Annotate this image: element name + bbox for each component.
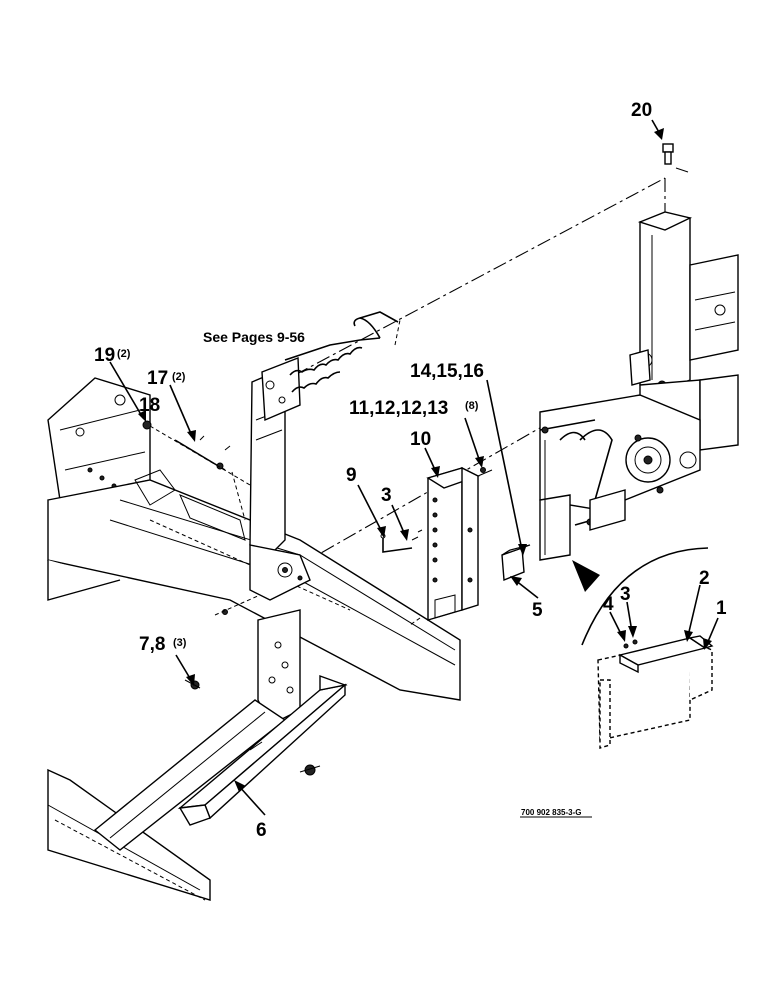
leader-lines <box>109 119 719 816</box>
callout-14-15-16: 14,15,16 <box>410 361 484 382</box>
lift-spring <box>284 311 399 393</box>
callout-4-inset: 4 <box>603 594 614 615</box>
see-pages-note: See Pages 9-56 <box>203 329 305 345</box>
pin-part-9 <box>380 529 423 553</box>
callout-17: 17 <box>147 368 168 389</box>
callout-7-8: 7,8 <box>139 634 165 655</box>
callout-17-qty: (2) <box>172 371 186 383</box>
callout-6: 6 <box>256 820 267 841</box>
callout-3: 3 <box>381 485 392 506</box>
callout-5: 5 <box>532 600 543 621</box>
callout-1-inset: 1 <box>716 598 727 619</box>
callout-11-12-12-13: 11,12,12,13 <box>349 398 448 419</box>
rod-assembly <box>142 420 251 521</box>
hitch-pin-part-20 <box>662 143 689 173</box>
callout-19-qty: (2) <box>117 348 131 360</box>
lift-post <box>249 311 399 561</box>
callout-11-12-12-13-qty: (8) <box>465 400 479 412</box>
plate-holes <box>432 497 473 583</box>
callout-7-8-qty: (3) <box>173 637 187 649</box>
callout-10: 10 <box>410 429 431 450</box>
callout-3-inset: 3 <box>620 584 631 605</box>
callout-2: 2 <box>699 568 710 589</box>
callout-labels: 20 19 (2) 17 (2) 18 See Pages 9-56 14,15… <box>94 100 727 841</box>
hitch-tower <box>629 211 739 461</box>
callout-18: 18 <box>139 395 160 416</box>
callout-20: 20 <box>631 100 652 121</box>
callout-9: 9 <box>346 465 357 486</box>
pivot-bracket <box>93 544 311 851</box>
inset-detail <box>572 547 714 749</box>
drive-mechanism <box>539 394 701 561</box>
drawing-code: 700 902 835-3-G <box>521 808 582 817</box>
callout-19: 19 <box>94 345 115 366</box>
bracket-plate-part-10 <box>409 466 493 626</box>
spacer-block-part-5 <box>501 544 531 582</box>
